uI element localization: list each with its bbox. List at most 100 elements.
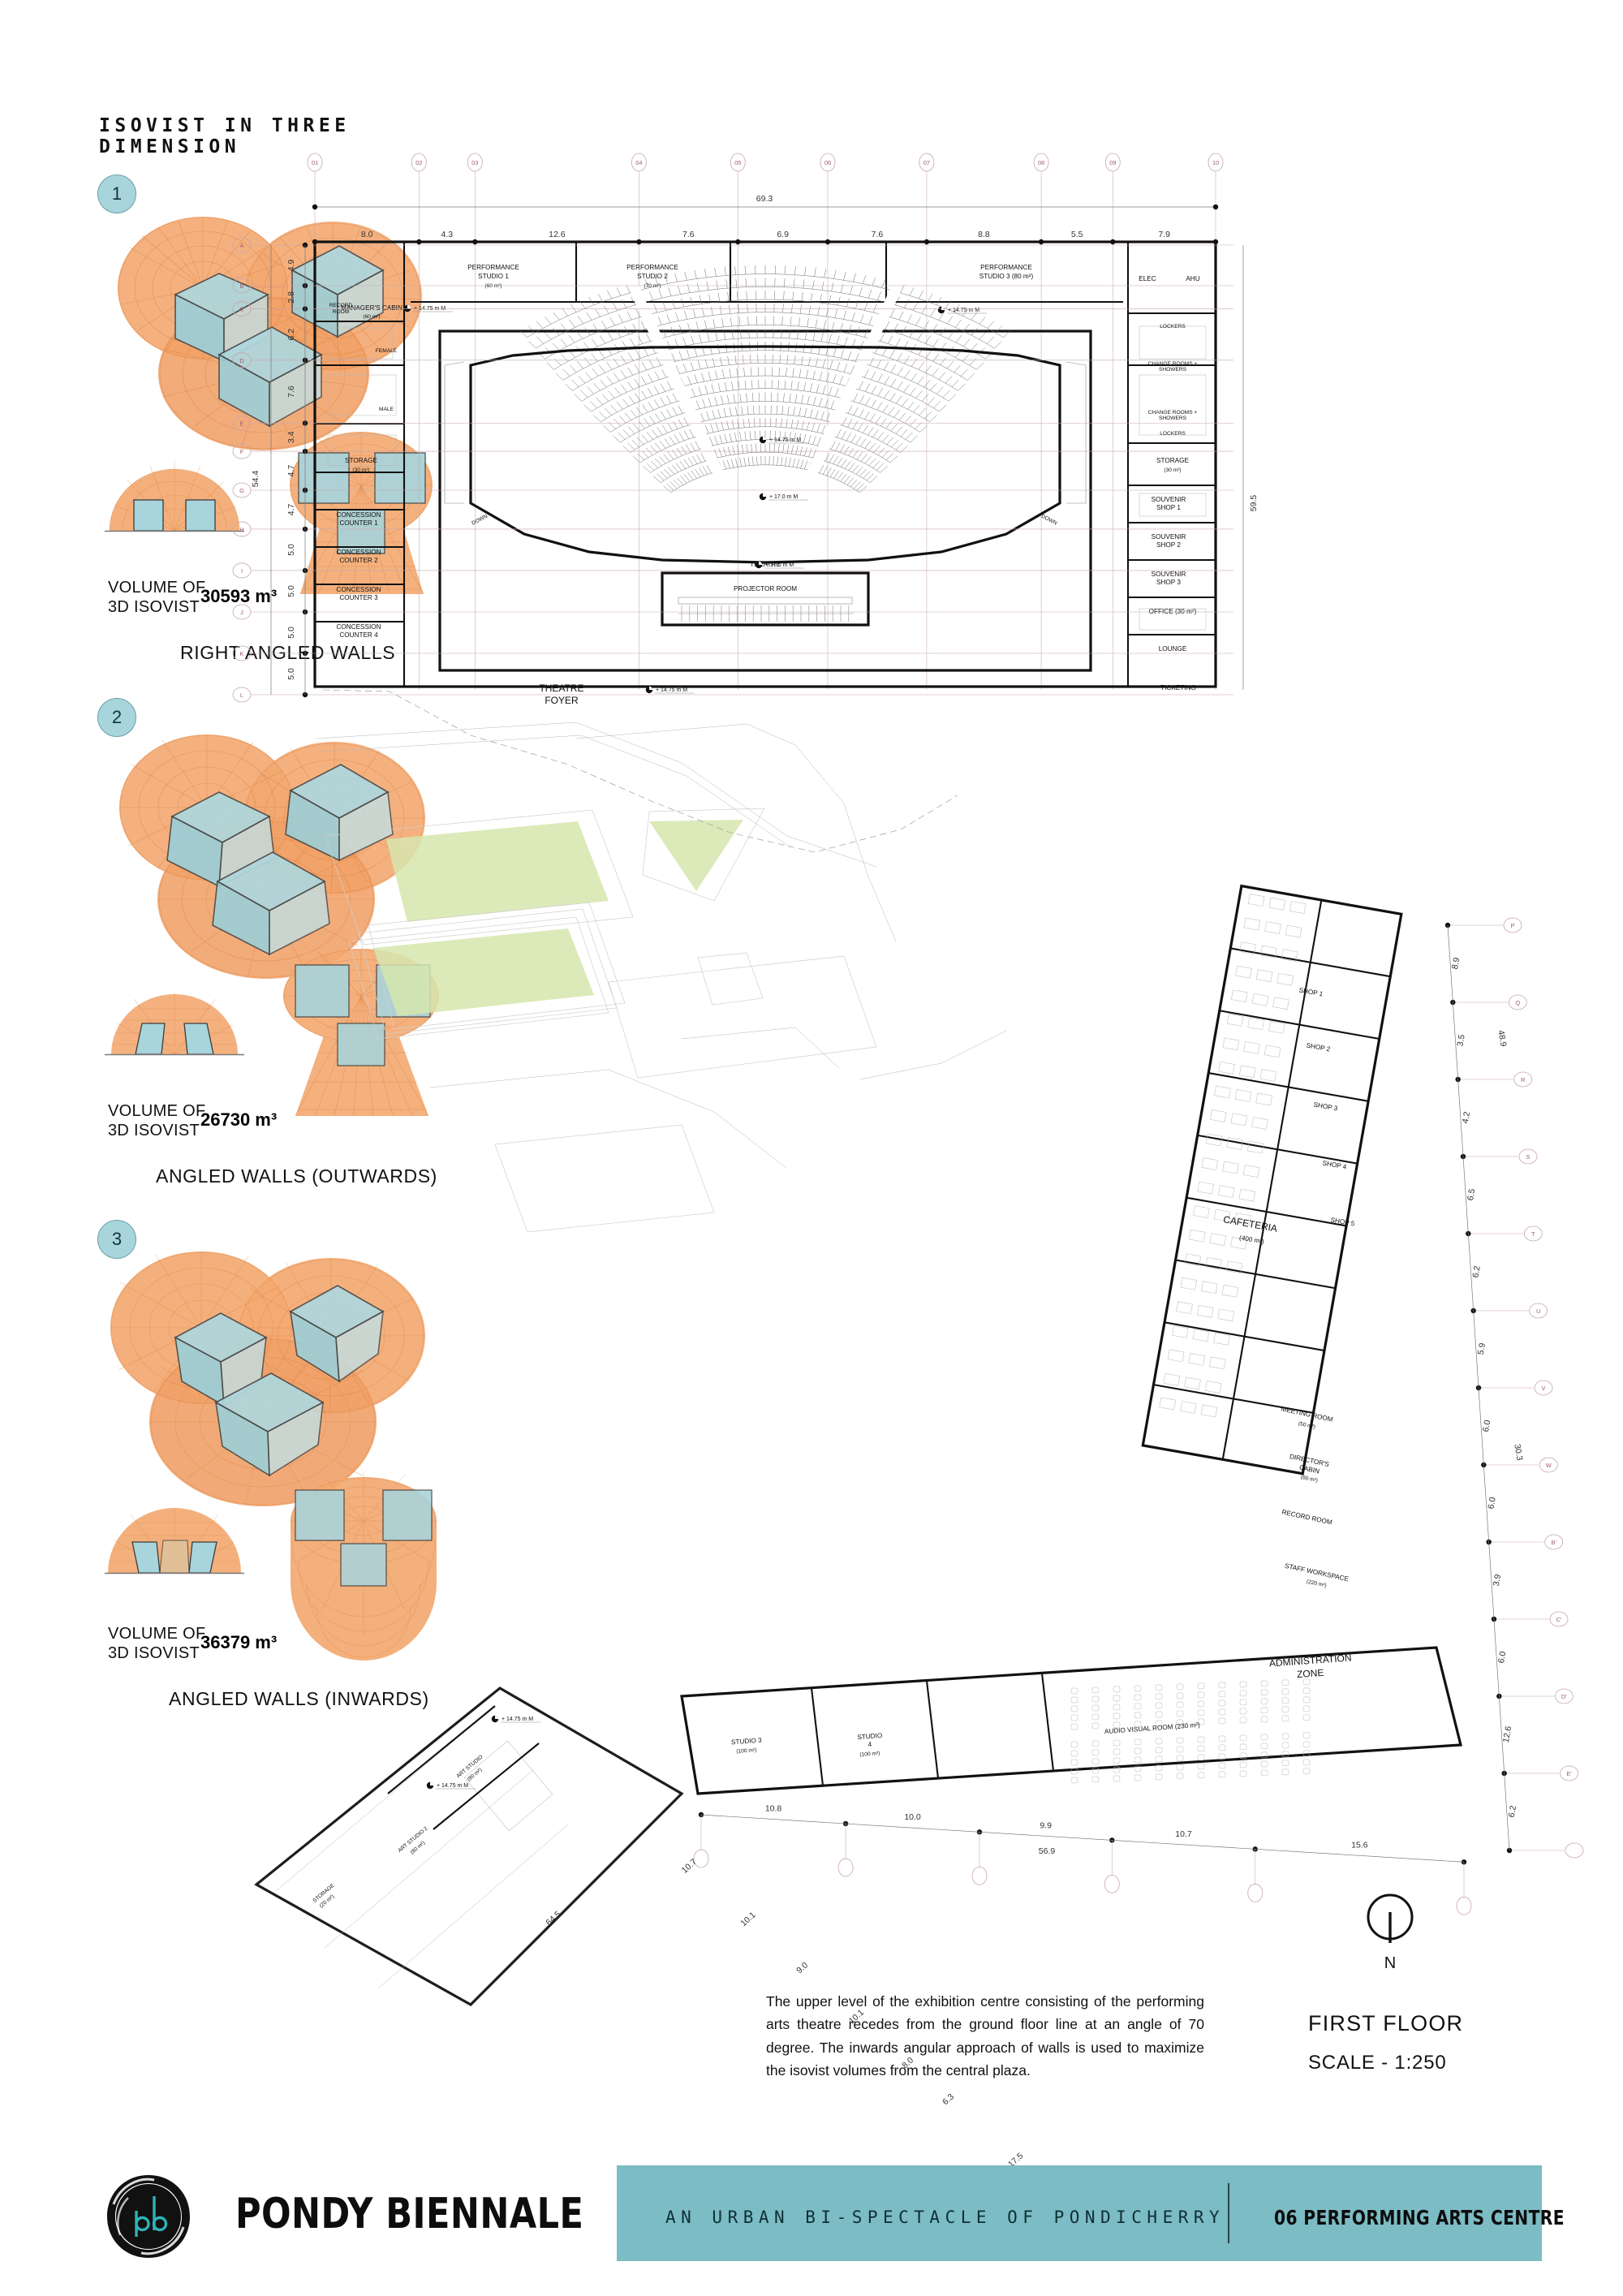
room-area: (70 m²) [644, 283, 661, 289]
grid-dimension: 4.9 [286, 260, 296, 272]
isovist-caption-1: RIGHT ANGLED WALLS [180, 642, 396, 663]
grid-bubble-label: 04 [635, 159, 642, 166]
svg-text:SOUVENIR: SOUVENIR [1152, 496, 1186, 503]
isovist-number-badge: 3 [97, 1220, 136, 1259]
isovist-3d-diagram-3 [110, 1251, 425, 1507]
grid-bubble-label: S [1526, 1153, 1530, 1161]
grid-dimension: 6.5 [1466, 1188, 1477, 1202]
bottom-wing-labels: STUDIO 3 (100 m²) STUDIO 4 (100 m²) AUDI… [731, 1652, 1352, 1757]
grid-dimension: 9.0 [794, 1960, 810, 1975]
grid-bubble-label: V [1541, 1385, 1545, 1392]
grid-bubble-label: E' [1566, 1770, 1572, 1777]
isovist-3d-diagram-2 [119, 734, 425, 979]
grid-dimension: 6.9 [777, 230, 789, 239]
svg-text:CONCESSION: CONCESSION [336, 549, 381, 556]
grid-bubble-label: U [1536, 1307, 1540, 1315]
floor-plan-svg: .w {stroke:#111;stroke-width:3.2;fill:no… [232, 153, 1584, 2169]
dim-overall-right: 59.5 [1242, 245, 1259, 690]
sheet-number: 06 PERFORMING ARTS CENTRE [1274, 2206, 1565, 2229]
room-label-storage: STORAGE [345, 457, 377, 464]
svg-text:SHOP 3: SHOP 3 [1156, 579, 1181, 586]
svg-text:STAFF WORKSPACE: STAFF WORKSPACE [1284, 1562, 1350, 1583]
bottom-wing-block [680, 1646, 1463, 1795]
plan-description-note: The upper level of the exhibition centre… [766, 1993, 1204, 2079]
grid-dimension: 4.3 [441, 230, 454, 239]
svg-text:STUDIO 1: STUDIO 1 [478, 273, 509, 280]
grid-bubble-label: 07 [923, 159, 930, 166]
right-wing-block [1141, 884, 1403, 1475]
svg-text:64.5: 64.5 [544, 1909, 562, 1928]
projector-room-label: PROJECTOR ROOM [734, 585, 797, 592]
grid-bubble [1104, 1874, 1120, 1893]
grid-bubble [1503, 917, 1522, 933]
grid-dimension: 3.9 [1492, 1574, 1503, 1587]
grid-bubble [1539, 1457, 1558, 1473]
svg-text:59.5: 59.5 [1249, 495, 1259, 512]
theatre-seating [469, 265, 1061, 564]
grid-bubble-label: B [239, 282, 243, 290]
svg-text:STUDIO: STUDIO [857, 1732, 882, 1741]
svg-text:LOCKERS: LOCKERS [1160, 431, 1186, 437]
grid-dimension: 5.0 [286, 544, 296, 556]
svg-text:ROOM: ROOM [333, 309, 350, 315]
isovist-plan-diagram-2 [283, 949, 439, 1117]
dim-overall-lowerleft: 64.5 [544, 1909, 562, 1928]
isovist-volume-value-1: 30593 m³ [200, 586, 278, 606]
level-marker-label: + 14.75 m M [502, 1717, 533, 1722]
grid-dimension: 12.6 [549, 230, 566, 239]
svg-text:(100 m²): (100 m²) [859, 1751, 880, 1758]
svg-text:SHOP 3: SHOP 3 [1313, 1101, 1338, 1113]
grid-bubble [1513, 1071, 1533, 1088]
grid-bubble [1565, 1842, 1584, 1859]
grid-dimension: 10.7 [1175, 1829, 1192, 1839]
grid-bubble-label: I [241, 567, 243, 575]
room-area: (30 m²) [352, 467, 369, 473]
isovist-caption-3: ANGLED WALLS (INWARDS) [169, 1688, 429, 1709]
svg-text:STORAGE: STORAGE [1156, 457, 1189, 464]
grid-bubble [693, 1849, 709, 1868]
grid-dimension: 2.8 [286, 291, 296, 304]
plan-fixtures [327, 325, 1207, 631]
grid-bubble-label: F [240, 448, 244, 455]
grid-bubble-label: 02 [415, 159, 422, 166]
grid-dimension: 6.0 [1481, 1419, 1492, 1433]
grid-dimension: 5.5 [1071, 230, 1083, 239]
drawing-title-scale: SCALE - 1:250 [1308, 2052, 1447, 2074]
svg-text:COUNTER 4: COUNTER 4 [339, 631, 378, 639]
grid-dimension: 8.8 [978, 230, 990, 239]
grid-bubble-label: C' [1556, 1616, 1562, 1623]
level-marker-label: + 14.75 m M [437, 1783, 468, 1789]
svg-text:CHANGE ROOMS +: CHANGE ROOMS + [1148, 361, 1198, 367]
svg-text:SHOP 1: SHOP 1 [1298, 987, 1324, 998]
grid-dimension: 5.0 [286, 585, 296, 597]
svg-text:STUDIO 3: STUDIO 3 [731, 1737, 763, 1747]
grid-bubble-label: E [239, 420, 243, 427]
isovist-study-3: 3 [0, 1200, 503, 1735]
grid-dimension: 12.6 [1501, 1725, 1513, 1743]
grid-dimension: 6.2 [286, 329, 296, 341]
svg-text:PERFORMANCE: PERFORMANCE [980, 264, 1032, 271]
grid-dimension: 10.1 [738, 1910, 757, 1928]
svg-text:FOYER: FOYER [545, 695, 579, 706]
cafeteria-area: (400 m²) [1238, 1234, 1264, 1245]
grid-dimension: 7.6 [872, 230, 884, 239]
svg-text:STUDIO 2: STUDIO 2 [637, 273, 668, 280]
grid-bubble [1544, 1534, 1564, 1550]
grid-dimension: 15.6 [1351, 1840, 1368, 1850]
isovist-number-badge: 2 [97, 698, 136, 737]
grid-dimension: 4.7 [286, 504, 296, 516]
grid-dimension: 6.3 [941, 2091, 956, 2107]
dim-overall-bottom: 56.9 [1039, 1846, 1056, 1856]
svg-text:(100 m²): (100 m²) [736, 1747, 756, 1755]
grid-bubble [1508, 994, 1527, 1010]
svg-text:ELEC: ELEC [1139, 275, 1156, 282]
grid-dimension: 8.0 [361, 230, 373, 239]
grid-dimension: 10.0 [904, 1812, 921, 1822]
grid-bubble [1247, 1883, 1264, 1902]
room-labels-top: PERFORMANCE STUDIO 1 (60 m²) PERFORMANCE… [467, 264, 1033, 289]
theatre-foyer-label: THEATRE [539, 683, 583, 694]
footer-tagline: AN URBAN BI-SPECTACLE OF PONDICHERRY [665, 2208, 1225, 2227]
grid-bubble-label: W [1546, 1462, 1552, 1469]
site-landscape [316, 689, 1007, 1233]
level-marker-label: + 14.75 m M [948, 308, 979, 313]
